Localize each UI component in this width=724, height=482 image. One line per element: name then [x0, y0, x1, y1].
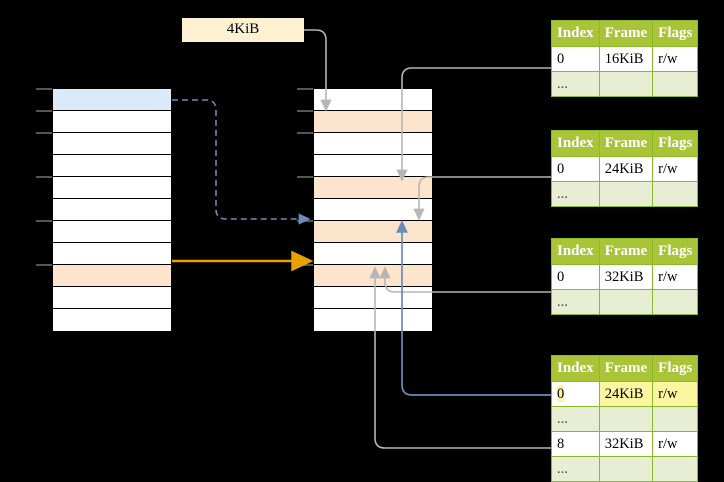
cell-frame: 24KiB — [598, 380, 654, 407]
page-size-label: 4KiB — [182, 18, 304, 42]
cell-frame — [598, 288, 654, 315]
physical-memory-row — [313, 264, 433, 288]
virtual-address-space-row — [52, 286, 172, 310]
column-header-frame: Frame — [598, 20, 654, 47]
column-header-index: Index — [551, 130, 600, 157]
column-header-index: Index — [551, 355, 600, 382]
column-header-frame: Frame — [598, 238, 654, 265]
cell-flags: r/w — [652, 155, 699, 182]
virtual-address-space-row — [52, 264, 172, 288]
cell-index: 0 — [551, 45, 600, 72]
cell-frame — [598, 405, 654, 432]
row-tick — [36, 220, 52, 222]
row-tick — [36, 132, 52, 134]
cell-frame: 32KiB — [598, 263, 654, 290]
column-header-flags: Flags — [652, 130, 699, 157]
physical-memory-row — [313, 110, 433, 134]
physical-memory-row — [313, 176, 433, 200]
column-header-index: Index — [551, 238, 600, 265]
cell-flags: r/w — [652, 45, 699, 72]
cell-index: 0 — [551, 380, 600, 407]
column-header-flags: Flags — [652, 238, 699, 265]
virtual-address-space-row — [52, 154, 172, 178]
cell-index: 8 — [551, 430, 600, 457]
table-row[interactable]: ... — [551, 70, 699, 97]
cell-index: ... — [551, 288, 600, 315]
cell-flags: r/w — [652, 380, 699, 407]
row-tick — [297, 88, 313, 90]
row-tick — [36, 264, 52, 266]
cell-flags: r/w — [652, 263, 699, 290]
physical-memory-row — [313, 286, 433, 310]
cell-frame: 24KiB — [598, 155, 654, 182]
row-tick — [297, 264, 313, 266]
cell-index: ... — [551, 70, 600, 97]
row-tick — [297, 220, 313, 222]
physical-memory-row — [313, 242, 433, 266]
column-header-flags: Flags — [652, 20, 699, 47]
row-tick — [36, 88, 52, 90]
virtual-address-space-row — [52, 88, 172, 112]
physical-memory-row — [313, 88, 433, 112]
column-header-index: Index — [551, 20, 600, 47]
cell-flags — [652, 70, 699, 97]
cell-flags — [652, 288, 699, 315]
cell-index: 0 — [551, 155, 600, 182]
row-tick — [297, 132, 313, 134]
cell-index: ... — [551, 180, 600, 207]
cell-frame: 16KiB — [598, 45, 654, 72]
column-header-frame: Frame — [598, 130, 654, 157]
cell-flags — [652, 405, 699, 432]
row-tick — [297, 176, 313, 178]
physical-memory-row — [313, 308, 433, 332]
virtual-address-space-row — [52, 242, 172, 266]
cell-frame — [598, 455, 654, 482]
cell-index: ... — [551, 455, 600, 482]
cell-frame — [598, 70, 654, 97]
column-header-frame: Frame — [598, 355, 654, 382]
cell-frame: 32KiB — [598, 430, 654, 457]
virtual-address-space-row — [52, 132, 172, 156]
cell-flags — [652, 180, 699, 207]
cell-flags — [652, 455, 699, 482]
virtual-address-space-row — [52, 308, 172, 332]
physical-memory-row — [313, 220, 433, 244]
table-row[interactable]: ... — [551, 288, 699, 315]
virtual-address-space-row — [52, 220, 172, 244]
row-tick — [297, 110, 313, 112]
cell-index: 0 — [551, 263, 600, 290]
virtual-address-space-row — [52, 110, 172, 134]
table-row[interactable]: ... — [551, 405, 699, 432]
column-header-flags: Flags — [652, 355, 699, 382]
virtual-address-space-row — [52, 176, 172, 200]
cell-index: ... — [551, 405, 600, 432]
physical-memory-row — [313, 154, 433, 178]
row-tick — [36, 110, 52, 112]
physical-memory-row — [313, 198, 433, 222]
table-row[interactable]: ... — [551, 180, 699, 207]
row-tick — [36, 176, 52, 178]
virtual-address-space-row — [52, 198, 172, 222]
table-row[interactable]: ... — [551, 455, 699, 482]
cell-frame — [598, 180, 654, 207]
cell-flags: r/w — [652, 430, 699, 457]
physical-memory-row — [313, 132, 433, 156]
